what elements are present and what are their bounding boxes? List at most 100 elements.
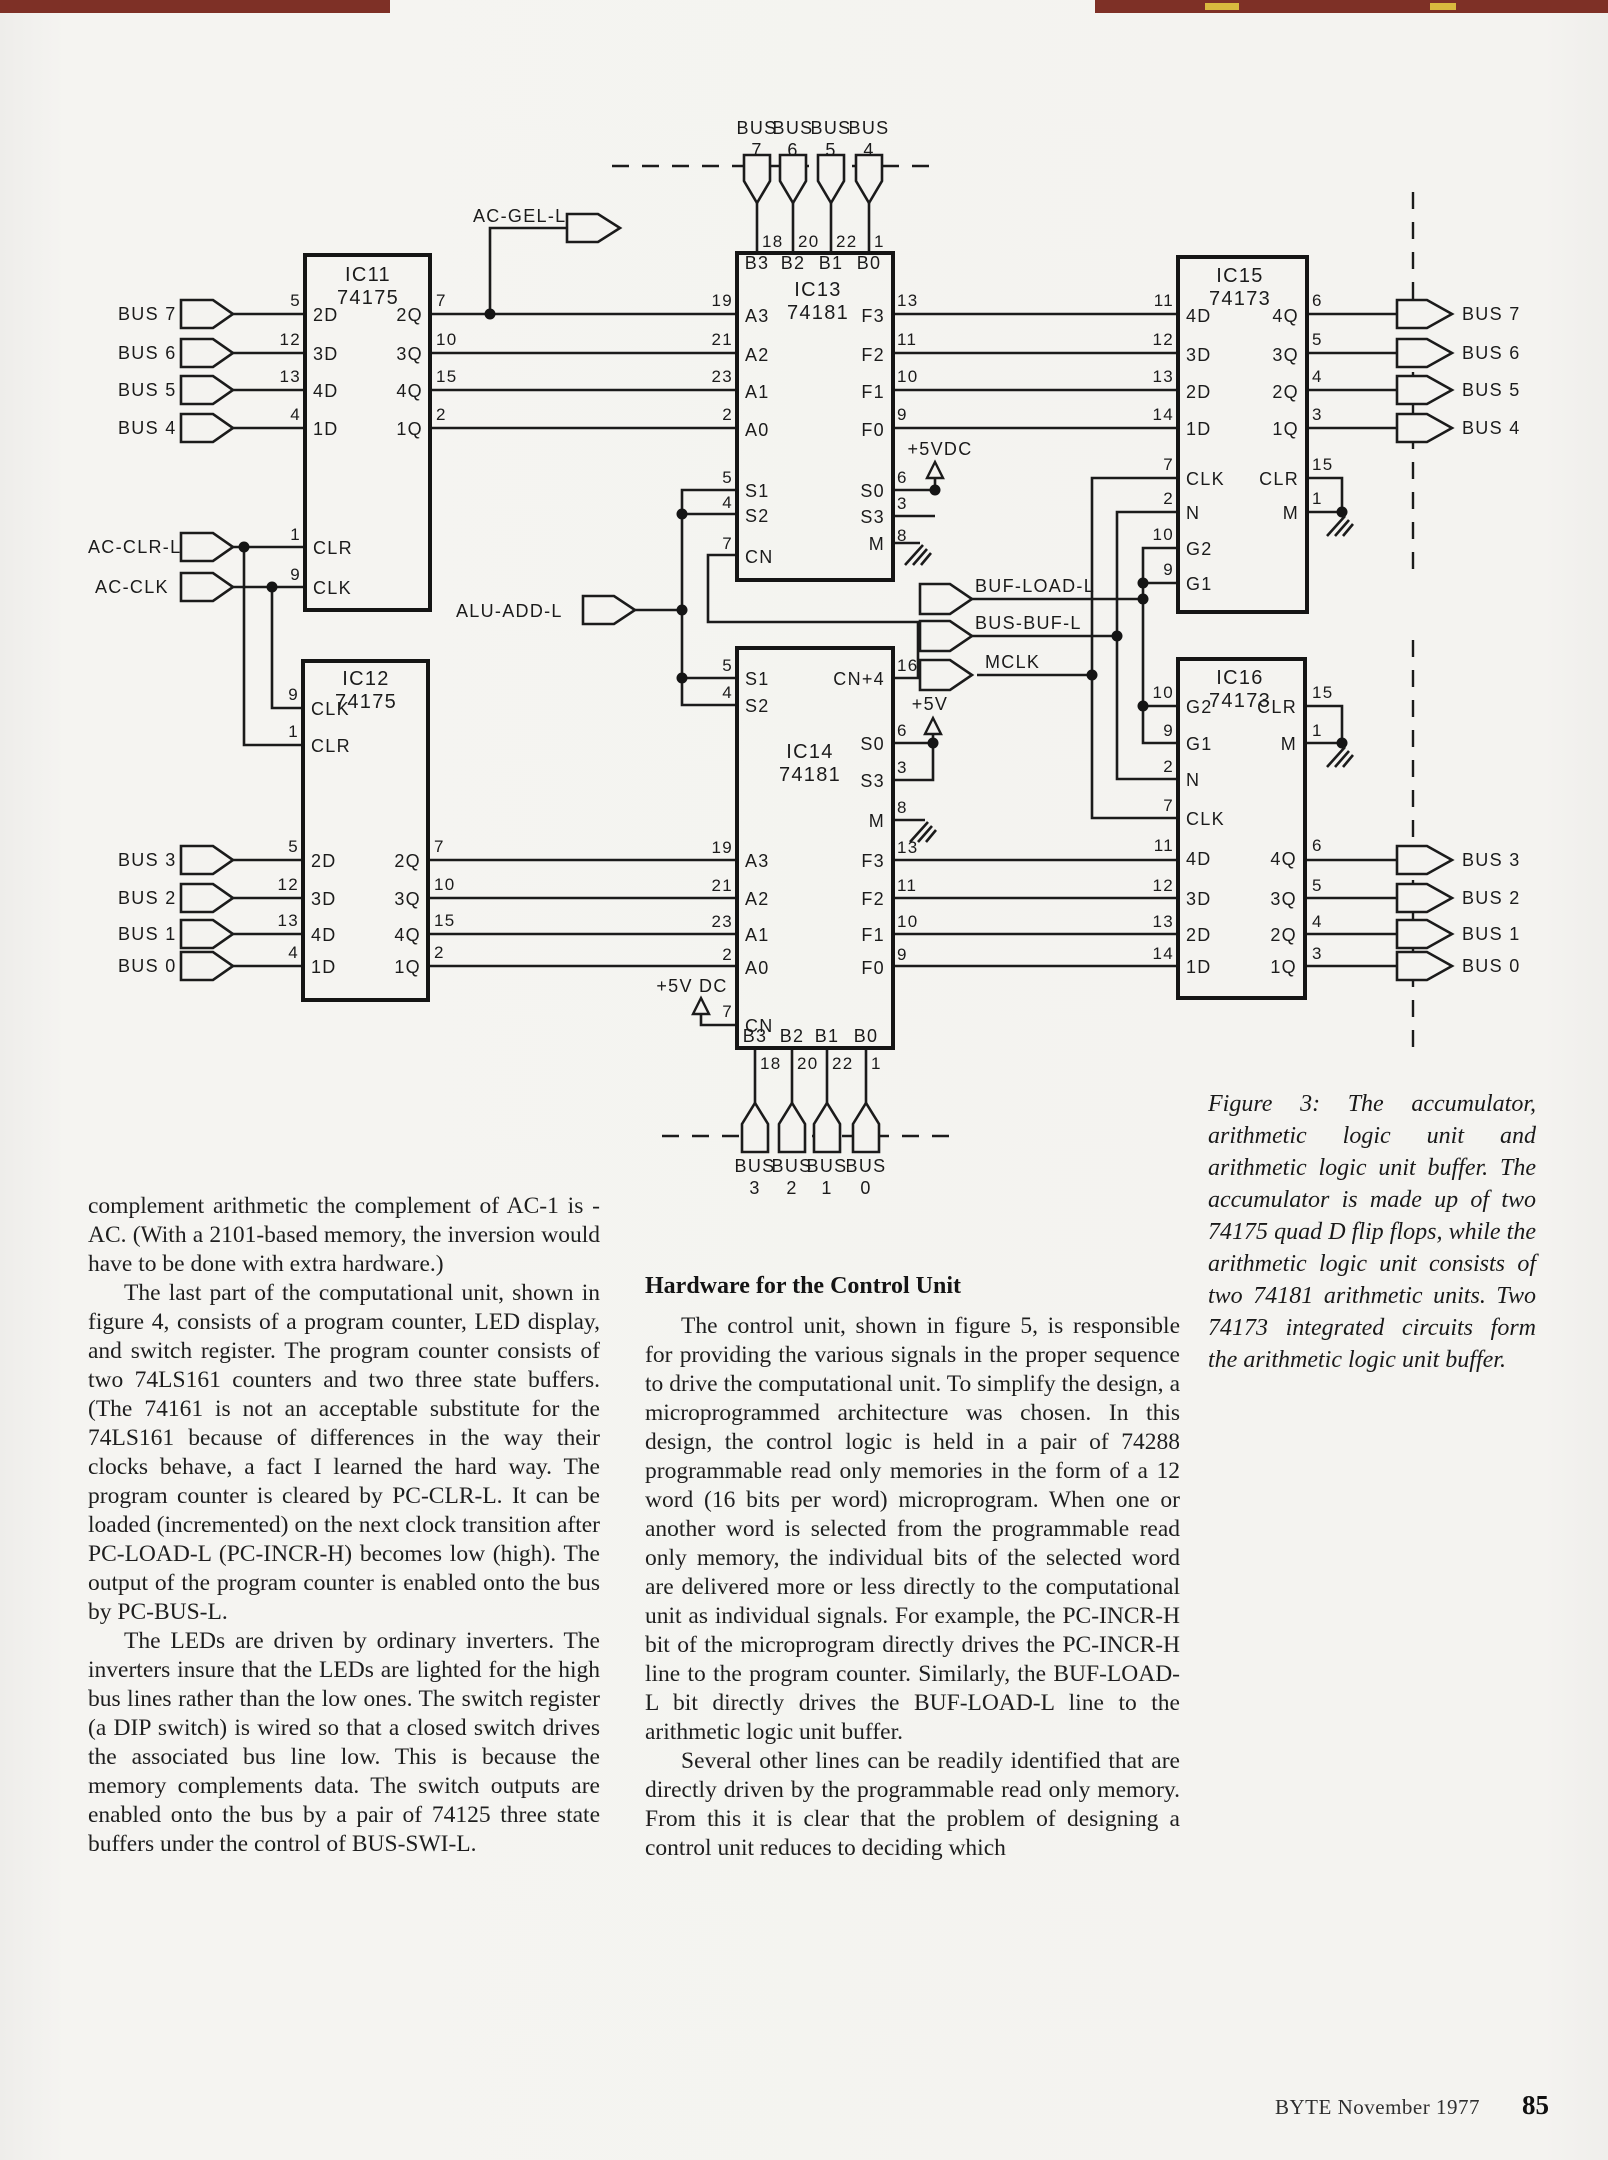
ic-bodies <box>301 251 1309 1050</box>
label-1q: 1Q <box>394 957 421 977</box>
ic12-body <box>301 659 430 1002</box>
scan-edge-mark <box>1430 3 1456 10</box>
label-clk: CLK <box>311 699 350 719</box>
bus-flags <box>179 153 1455 1154</box>
label-clr: CLR <box>1259 469 1299 489</box>
bus-buf-l-flag <box>918 619 975 653</box>
ic11-part: 74175 <box>337 287 399 309</box>
label-s3: S3 <box>860 771 885 791</box>
label-11: 11 <box>1154 836 1174 855</box>
wire-top-connectors <box>755 203 871 253</box>
left-column: complement arithmetic the complement of … <box>88 1192 600 1859</box>
label-14: 14 <box>1152 944 1174 963</box>
bus5-in-label: BUS 5 <box>118 380 177 400</box>
label-5: 5 <box>722 656 733 675</box>
label-21: 21 <box>711 876 733 895</box>
label-1d: 1D <box>311 957 337 977</box>
label-3d: 3D <box>1186 889 1212 909</box>
label-1q: 1Q <box>1272 419 1299 439</box>
bus1-input-flag <box>179 918 236 950</box>
ic15-part: 74173 <box>1209 288 1271 310</box>
bus2-bottom-connector <box>777 1100 807 1154</box>
label-21: 21 <box>711 330 733 349</box>
label-bus: BUS <box>849 118 890 138</box>
label-n: N <box>1186 770 1200 790</box>
wire-mclk <box>977 476 1178 820</box>
label-f0: F0 <box>861 958 885 978</box>
label-2: 2 <box>436 405 447 424</box>
schematic-wires <box>233 203 1397 1103</box>
right-paragraph-1: The control unit, shown in figure 5, is … <box>645 1313 1180 1745</box>
label-1: 1 <box>1312 721 1323 740</box>
wire-ic13-to-ic15 <box>893 312 1178 430</box>
label-10: 10 <box>434 875 456 894</box>
label-10: 10 <box>1152 683 1174 702</box>
label-f2: F2 <box>861 345 885 365</box>
label-4d: 4D <box>311 925 337 945</box>
label-2q: 2Q <box>1272 382 1299 402</box>
label-0: 0 <box>860 1178 871 1198</box>
label-s0: S0 <box>860 481 885 501</box>
power-icon <box>691 996 711 1016</box>
ic16-name: IC16 <box>1216 667 1263 689</box>
label-3: 3 <box>897 494 908 513</box>
ic16-part: 74173 <box>1209 690 1271 712</box>
label-clr: CLR <box>1257 697 1297 717</box>
bus5-out-label: BUS 5 <box>1462 380 1521 400</box>
label-9: 9 <box>1163 721 1174 740</box>
bus4-input-flag <box>179 412 236 444</box>
label-bus: BUS <box>773 118 814 138</box>
label-f3: F3 <box>861 306 885 326</box>
schematic-labels: IC1174175IC1274175IC1374181IC1474181IC15… <box>88 118 1521 1198</box>
bus0-out-label: BUS 0 <box>1462 956 1521 976</box>
bus2-in-label: BUS 2 <box>118 888 177 908</box>
label-f1: F1 <box>861 925 885 945</box>
label-8: 8 <box>897 526 908 545</box>
label-a0: A0 <box>745 420 770 440</box>
bus7-output-arrow <box>1395 298 1455 330</box>
label-s1: S1 <box>745 669 770 689</box>
label-4: 4 <box>290 405 301 424</box>
wire-ac-clr-clk <box>233 545 305 747</box>
bus0-output-arrow <box>1395 950 1455 982</box>
signal-mclk: MCLK <box>985 652 1040 672</box>
label-bus: BUS <box>846 1156 887 1176</box>
label-10: 10 <box>1152 525 1174 544</box>
label-3q: 3Q <box>1270 889 1297 909</box>
right-column: Hardware for the Control Unit The contro… <box>645 1272 1180 1863</box>
label-bus: BUS <box>772 1156 813 1176</box>
wire-alu-add-select <box>635 488 737 707</box>
wire-ic16-clr-m <box>1305 704 1344 745</box>
label-a1: A1 <box>745 382 770 402</box>
ic13-part: 74181 <box>787 302 849 324</box>
signal-ac-clr-l: AC-CLR-L <box>88 537 181 557</box>
label-2d: 2D <box>1186 925 1212 945</box>
label-13: 13 <box>897 838 919 857</box>
left-paragraph-3: The LEDs are driven by ordinary inverter… <box>88 1628 600 1857</box>
label-1: 1 <box>821 1178 832 1198</box>
signal-ac-clk: AC-CLK <box>95 577 169 597</box>
ic14-part: 74181 <box>779 764 841 786</box>
label-a0: A0 <box>745 958 770 978</box>
bus7-out-label: BUS 7 <box>1462 304 1521 324</box>
label-s2: S2 <box>745 506 770 526</box>
label-4q: 4Q <box>1272 306 1299 326</box>
wire-buf-load-l <box>972 546 1178 745</box>
label-f3: F3 <box>861 851 885 871</box>
label-bus: BUS <box>735 1156 776 1176</box>
bus1-bottom-connector <box>812 1100 842 1154</box>
label-g2: G2 <box>1186 697 1213 717</box>
bus3-in-label: BUS 3 <box>118 850 177 870</box>
label-6: 6 <box>1312 836 1323 855</box>
label-7: 7 <box>722 1002 733 1021</box>
label-23: 23 <box>711 367 733 386</box>
label-4: 4 <box>722 493 733 512</box>
label-b3: B3 <box>743 1026 768 1046</box>
signal-alu-add-l: ALU-ADD-L <box>456 601 563 621</box>
ic13-body <box>735 251 895 582</box>
label-6: 6 <box>1312 291 1323 310</box>
label-5: 5 <box>1312 876 1323 895</box>
bus7-in-label: BUS 7 <box>118 304 177 324</box>
ac-gel-l-flag <box>565 212 623 244</box>
bus7-top-connector <box>742 153 772 206</box>
